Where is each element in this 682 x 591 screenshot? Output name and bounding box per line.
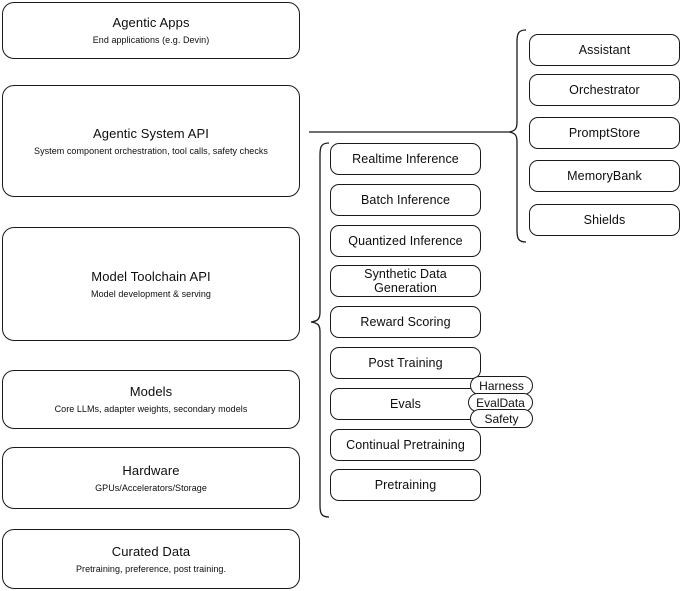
component-chip-label: Orchestrator xyxy=(569,83,640,97)
layer-subtitle: Core LLMs, adapter weights, secondary mo… xyxy=(54,404,248,414)
component-chip-label: Continual Pretraining xyxy=(346,438,465,452)
layer-box-curated-data[interactable]: Curated Data Pretraining, preference, po… xyxy=(2,529,300,589)
layer-title: Models xyxy=(129,384,173,399)
layer-subtitle: Model development & serving xyxy=(91,288,211,299)
component-chip-realtime-inference[interactable]: Realtime Inference xyxy=(330,143,481,175)
component-chip-label: Quantized Inference xyxy=(348,234,463,248)
component-chip-pretraining[interactable]: Pretraining xyxy=(330,469,481,501)
layer-box-models[interactable]: Models Core LLMs, adapter weights, secon… xyxy=(2,370,300,429)
layer-box-hardware[interactable]: Hardware GPUs/Accelerators/Storage xyxy=(2,447,300,509)
component-chip-assistant[interactable]: Assistant xyxy=(529,34,680,66)
component-chip-label: Batch Inference xyxy=(360,193,451,207)
component-chip-label: Shields xyxy=(583,213,626,227)
component-chip-label: Assistant xyxy=(578,43,631,57)
component-chip-batch-inference[interactable]: Batch Inference xyxy=(330,184,481,216)
component-chip-label: Evals xyxy=(389,397,422,411)
component-chip-label: MemoryBank xyxy=(567,169,642,183)
component-chip-label: Synthetic Data Generation xyxy=(364,267,447,295)
component-chip-shields[interactable]: Shields xyxy=(529,204,680,236)
component-chip-label: Realtime Inference xyxy=(352,152,459,166)
layer-box-model-toolchain-api[interactable]: Model Toolchain API Model development & … xyxy=(2,227,300,341)
component-chip-label: Reward Scoring xyxy=(360,315,451,329)
layer-box-agentic-apps[interactable]: Agentic Apps End applications (e.g. Devi… xyxy=(2,2,300,59)
component-chip-label: Post Training xyxy=(368,356,443,370)
component-chip-orchestrator[interactable]: Orchestrator xyxy=(529,74,680,106)
component-chip-label: PromptStore xyxy=(568,126,641,140)
layer-title: Curated Data xyxy=(111,543,191,559)
component-chip-memorybank[interactable]: MemoryBank xyxy=(529,160,680,192)
layer-title: Agentic System API xyxy=(93,125,209,141)
layer-box-agentic-system-api[interactable]: Agentic System API System component orch… xyxy=(2,85,300,197)
badge-label: Safety xyxy=(484,411,519,426)
layer-subtitle: End applications (e.g. Devin) xyxy=(92,35,210,45)
component-chip-promptstore[interactable]: PromptStore xyxy=(529,117,680,149)
component-chip-evals[interactable]: Evals xyxy=(330,388,481,420)
component-chip-quantized-inference[interactable]: Quantized Inference xyxy=(330,225,481,257)
component-chip-post-training[interactable]: Post Training xyxy=(330,347,481,379)
component-chip-synthetic-data-generation[interactable]: Synthetic Data Generation xyxy=(330,265,481,297)
layer-title: Model Toolchain API xyxy=(91,268,211,284)
badge-safety[interactable]: Safety xyxy=(470,409,533,428)
layer-subtitle: GPUs/Accelerators/Storage xyxy=(95,482,207,493)
layer-title: Hardware xyxy=(122,462,180,478)
component-chip-label: Pretraining xyxy=(374,478,437,492)
layer-subtitle: System component orchestration, tool cal… xyxy=(34,145,268,156)
component-chip-continual-pretraining[interactable]: Continual Pretraining xyxy=(330,429,481,461)
badge-label: Harness xyxy=(479,378,524,393)
brace-toolchain-components xyxy=(310,142,330,518)
layer-subtitle: Pretraining, preference, post training. xyxy=(75,563,227,574)
badge-label: EvalData xyxy=(476,395,525,410)
brace-system-components xyxy=(508,29,527,243)
component-chip-reward-scoring[interactable]: Reward Scoring xyxy=(330,306,481,338)
layer-title: Agentic Apps xyxy=(112,15,190,30)
